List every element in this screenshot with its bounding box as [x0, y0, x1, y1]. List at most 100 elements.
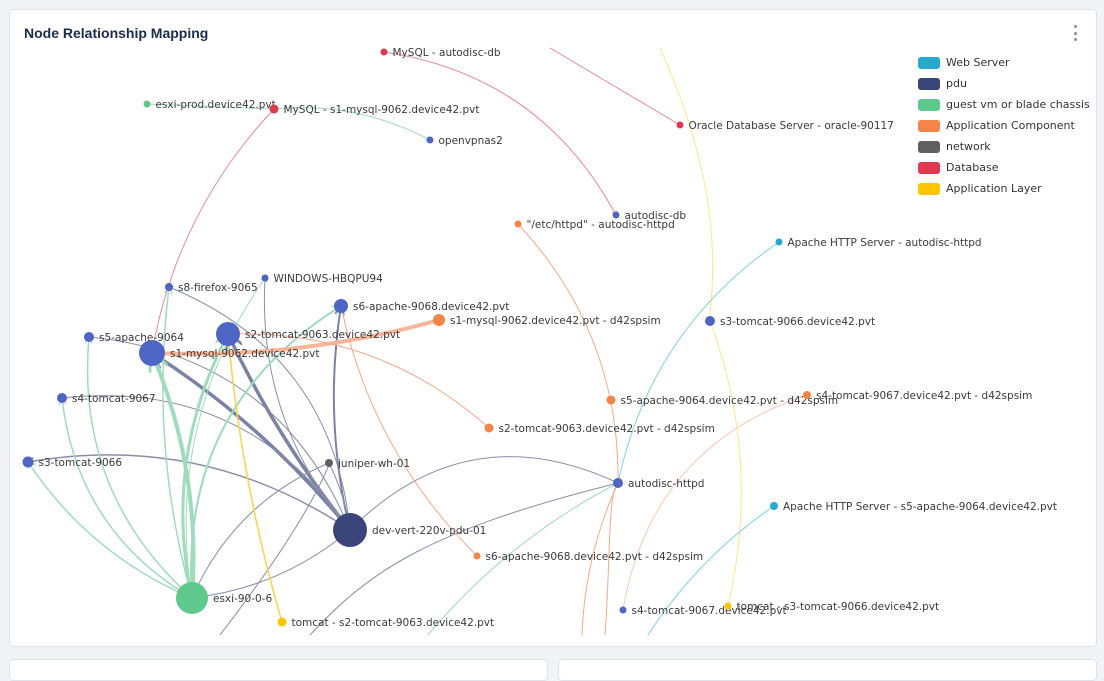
graph-node-s3-tomcat[interactable]: s3-tomcat-9066	[22, 456, 123, 470]
node-label: s5-apache-9064.device42.pvt - d42spsim	[621, 395, 839, 407]
node-circle[interactable]	[426, 136, 434, 144]
edge-etc-httpd-autodisc-httpd	[517, 223, 618, 483]
edge-pdu-s4-tomcat	[62, 396, 351, 531]
legend-swatch	[918, 140, 940, 153]
edge-pdu-lower	[309, 482, 619, 636]
graph-node-apache-s5[interactable]: Apache HTTP Server - s5-apache-9064.devi…	[770, 501, 1057, 513]
node-circle[interactable]	[770, 502, 778, 510]
relationship-graph[interactable]: MySQL - autodisc-db esxi-prod.device42.pv…	[10, 10, 1096, 646]
node-label: s1-mysql-9062.device42.pvt - d42spsim	[450, 315, 661, 327]
node-circle[interactable]	[333, 513, 367, 547]
graph-node-s5-apache[interactable]: s5-apache-9064	[84, 332, 184, 344]
node-circle[interactable]	[803, 391, 811, 399]
node-circle[interactable]	[705, 316, 715, 326]
node-circle[interactable]	[176, 582, 208, 614]
graph-node-esxi-prod[interactable]: esxi-prod.device42.pvt	[143, 99, 276, 111]
edge-s4-tomcat-dev-s4-tomcat-ac	[622, 394, 808, 611]
node-label: autodisc-httpd	[628, 478, 704, 490]
graph-node-mysql-autodisc[interactable]: MySQL - autodisc-db	[380, 47, 501, 59]
graph-node-s2-tomcat-ac[interactable]: s2-tomcat-9063.device42.pvt - d42spsim	[484, 423, 715, 435]
graph-node-oracle[interactable]: Oracle Database Server - oracle-90117	[676, 120, 894, 132]
node-circle[interactable]	[143, 100, 151, 108]
node-label: s5-apache-9064	[99, 332, 184, 344]
edge-tomcat-s2-s2-tomcat	[227, 333, 283, 623]
node-circle[interactable]	[84, 332, 94, 342]
node-circle[interactable]	[261, 274, 269, 282]
node-circle[interactable]	[484, 423, 494, 433]
node-circle[interactable]	[606, 395, 616, 405]
legend-item-application-layer[interactable]: Application Layer	[918, 178, 1090, 199]
graph-node-etc-httpd[interactable]: "/etc/httpd" - autodisc-httpd	[514, 219, 675, 231]
node-circle[interactable]	[433, 314, 445, 326]
graph-node-autodisc-db[interactable]: autodisc-db	[612, 210, 687, 222]
graph-node-s6-apache[interactable]: s6-apache-9068.device42.pvt	[334, 299, 509, 313]
node-circle[interactable]	[676, 121, 684, 129]
graph-node-s2-tomcat[interactable]: s2-tomcat-9063.device42.pvt	[216, 322, 400, 346]
legend-item-database[interactable]: Database	[918, 157, 1090, 178]
node-circle[interactable]	[22, 456, 34, 468]
graph-node-juniper[interactable]: juniper-wh-01	[325, 458, 410, 470]
node-circle[interactable]	[325, 459, 333, 467]
node-circle[interactable]	[473, 552, 481, 560]
node-circle[interactable]	[514, 220, 522, 228]
legend-label: Web Server	[946, 56, 1010, 69]
edge-pdu-windows	[264, 278, 351, 531]
legend-item-network[interactable]: network	[918, 136, 1090, 157]
legend-item-web-server[interactable]: Web Server	[918, 52, 1090, 73]
legend-label: Application Layer	[946, 182, 1042, 195]
legend-item-application-component[interactable]: Application Component	[918, 115, 1090, 136]
node-label: s1-mysql-9062.device42.pvt	[170, 348, 319, 360]
node-circle[interactable]	[165, 283, 173, 291]
legend-swatch	[918, 56, 940, 69]
node-label: Oracle Database Server - oracle-90117	[689, 120, 894, 132]
graph-node-s3-tomcat-dev[interactable]: s3-tomcat-9066.device42.pvt	[705, 316, 875, 328]
node-circle[interactable]	[619, 606, 627, 614]
graph-node-s1-mysql[interactable]: s1-mysql-9062.device42.pvt	[139, 340, 319, 366]
graph-node-mysql-s1[interactable]: MySQL - s1-mysql-9062.device42.pvt	[269, 104, 480, 116]
graph-node-autodisc-httpd[interactable]: autodisc-httpd	[613, 478, 704, 490]
edge-s1-mysql-s1-mysql-ac	[150, 318, 441, 356]
node-label: dev-vert-220v-pdu-01	[372, 525, 486, 537]
edge-pdu-s3-tomcat	[28, 454, 351, 531]
node-circle[interactable]	[139, 340, 165, 366]
node-circle[interactable]	[724, 602, 732, 610]
graph-node-tomcat-s2[interactable]: tomcat - s2-tomcat-9063.device42.pvt	[277, 617, 495, 629]
more-options-icon[interactable]	[1070, 25, 1080, 41]
node-circle[interactable]	[380, 48, 388, 56]
node-label: openvpnas2	[439, 135, 503, 147]
edge-apache-s5-bottom-c	[647, 505, 775, 636]
graph-node-s1-mysql-ac[interactable]: s1-mysql-9062.device42.pvt - d42spsim	[433, 314, 661, 327]
graph-node-tomcat-s3[interactable]: tomcat - s3-tomcat-9066.device42.pvt	[724, 601, 940, 613]
graph-node-s4-tomcat-ac[interactable]: s4-tomcat-9067.device42.pvt - d42spsim	[803, 390, 1032, 402]
graph-node-s5-apache-ac[interactable]: s5-apache-9064.device42.pvt - d42spsim	[606, 395, 839, 407]
graph-node-esxi-90[interactable]: esxi-90-0-6	[176, 582, 272, 614]
bottom-panel-right	[558, 659, 1097, 681]
graph-node-openvpnas2[interactable]: openvpnas2	[426, 135, 503, 147]
legend-item-guest-vm[interactable]: guest vm or blade chassis	[918, 94, 1090, 115]
edge-esxi-90-s6-apache	[190, 306, 341, 599]
node-circle[interactable]	[269, 104, 279, 114]
graph-node-s4-tomcat[interactable]: s4-tomcat-9067	[57, 393, 156, 405]
node-circle[interactable]	[612, 211, 620, 219]
node-circle[interactable]	[775, 238, 783, 246]
node-label: s3-tomcat-9066.device42.pvt	[720, 316, 875, 328]
node-circle[interactable]	[57, 393, 67, 403]
graph-node-s8-firefox[interactable]: s8-firefox-9065	[165, 282, 258, 294]
node-circle[interactable]	[277, 617, 287, 627]
node-circle[interactable]	[334, 299, 348, 313]
graph-node-windows[interactable]: WINDOWS-HBQPU94	[261, 273, 384, 285]
edge-esxi-90-windows	[185, 278, 265, 599]
graph-node-s6-apache-ac[interactable]: s6-apache-9068.device42.pvt - d42spsim	[473, 551, 704, 563]
edge-esxi-90-s2-tomcat	[181, 334, 228, 600]
node-circle[interactable]	[216, 322, 240, 346]
node-relationship-card: Node Relationship Mapping MySQL - autodi…	[9, 9, 1097, 647]
node-label: s2-tomcat-9063.device42.pvt - d42spsim	[499, 423, 715, 435]
edge-esxi-90-juniper	[191, 462, 330, 599]
node-circle[interactable]	[613, 478, 623, 488]
graph-node-apache-autodisc[interactable]: Apache HTTP Server - autodisc-httpd	[775, 237, 982, 249]
graph-node-s4-tomcat-dev[interactable]: s4-tomcat-9067.device42.pvt	[619, 605, 787, 617]
node-label: s2-tomcat-9063.device42.pvt	[245, 329, 400, 341]
graph-node-pdu[interactable]: dev-vert-220v-pdu-01	[333, 513, 486, 547]
legend-item-pdu[interactable]: pdu	[918, 73, 1090, 94]
node-label: s4-tomcat-9067.device42.pvt	[632, 605, 787, 617]
